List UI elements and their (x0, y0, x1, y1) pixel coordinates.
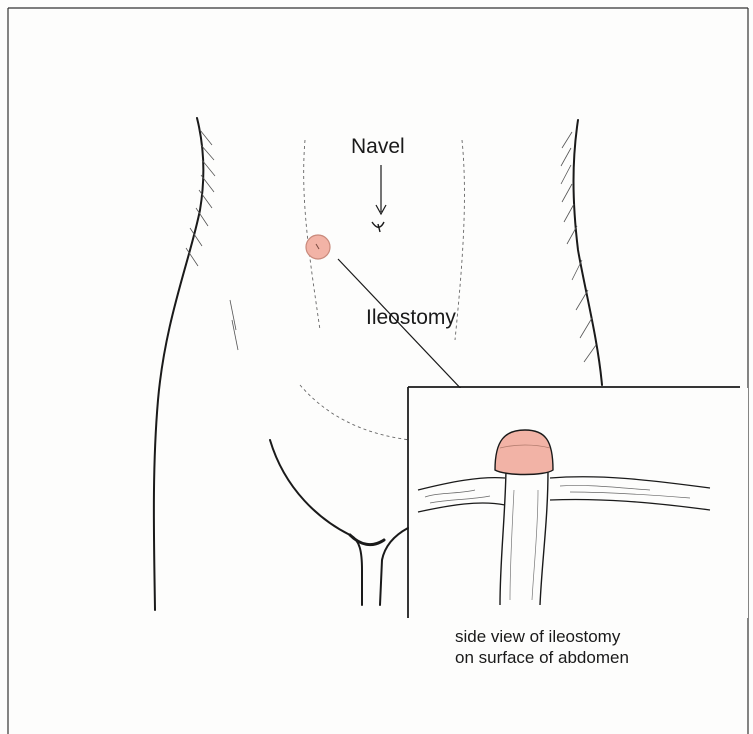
stoma-side-view (495, 430, 553, 475)
inset-caption-line-2: on surface of abdomen (455, 647, 629, 668)
navel-label: Navel (351, 135, 405, 159)
flank-hatching-left (186, 130, 238, 350)
inset-caption: side view of ileostomy on surface of abd… (455, 626, 629, 668)
ileostomy-label: Ileostomy (366, 306, 456, 330)
frame-border (8, 8, 748, 734)
navel-mark (372, 222, 384, 232)
inset-caption-line-1: side view of ileostomy (455, 626, 629, 647)
